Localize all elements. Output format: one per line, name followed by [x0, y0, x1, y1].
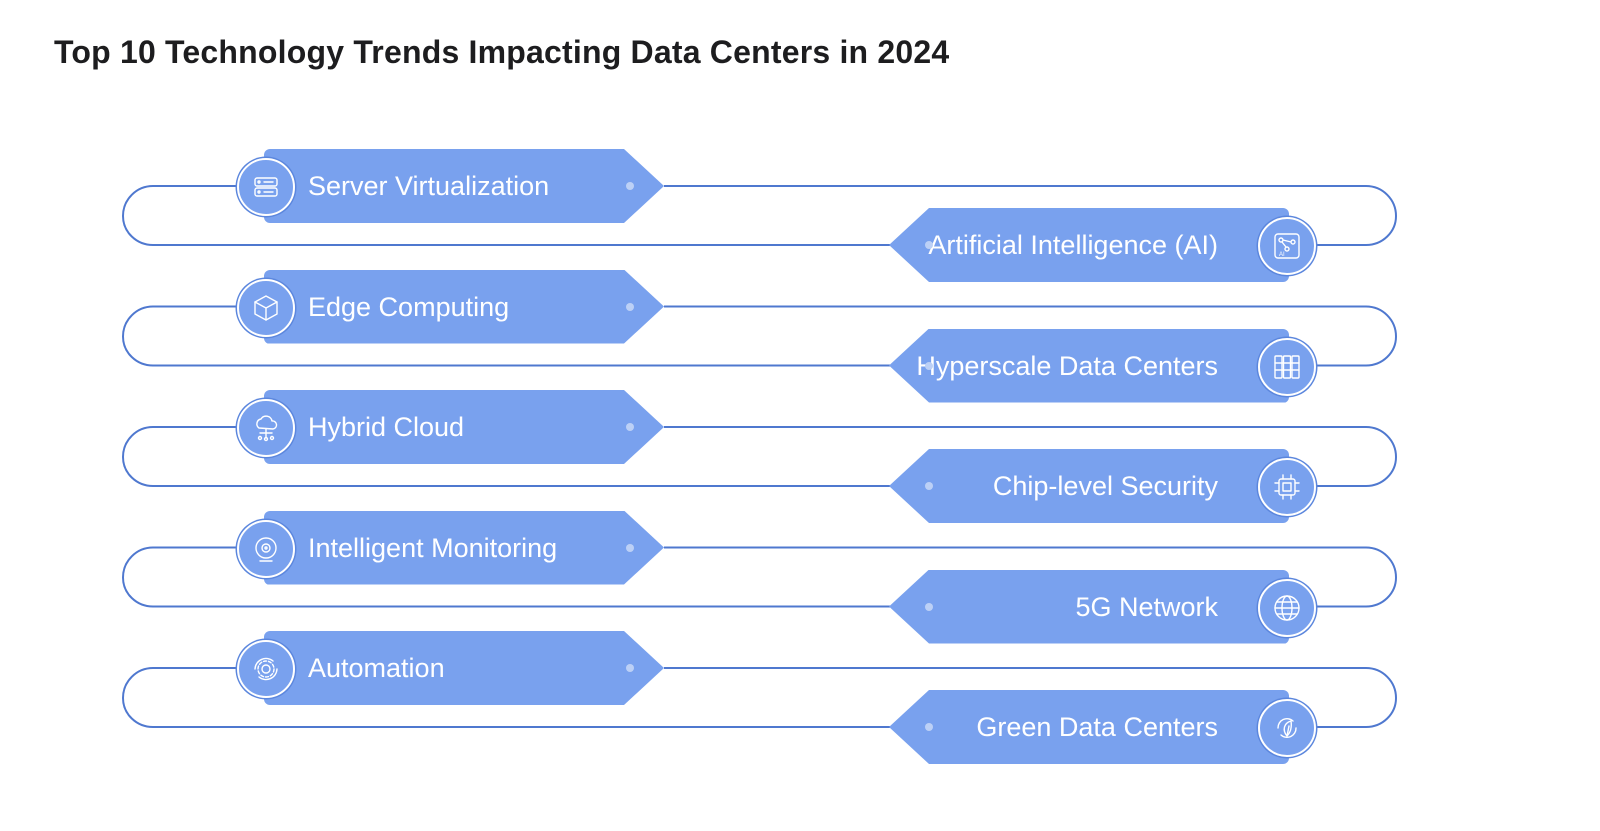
- connector-right-loop: [664, 426, 1398, 487]
- connector-left-loop: [121, 305, 890, 367]
- connector-dot: [626, 182, 634, 190]
- server-racks-icon: [1258, 337, 1316, 396]
- chip-icon: [1258, 458, 1316, 516]
- gear-cycle-icon: [237, 640, 295, 698]
- connector-dot: [925, 723, 933, 731]
- connector-right-loop: [664, 185, 1398, 246]
- connector-dot: [925, 241, 933, 249]
- connector-dot: [626, 423, 634, 431]
- trend-item: Hyperscale Data Centers: [889, 328, 1289, 403]
- trend-item: Intelligent Monitoring: [264, 510, 664, 585]
- trend-label: Edge Computing: [308, 291, 510, 322]
- connector-right-loop: [664, 667, 1398, 728]
- trend-label: Green Data Centers: [976, 712, 1218, 742]
- connector-dot: [925, 602, 933, 611]
- trend-label: Hybrid Cloud: [308, 412, 465, 442]
- trend-item: Green Data Centers: [889, 690, 1289, 764]
- trend-item: Edge Computing: [264, 269, 664, 344]
- connector-dot: [626, 302, 634, 311]
- page-title: Top 10 Technology Trends Impacting Data …: [54, 34, 950, 70]
- trend-label: Intelligent Monitoring: [308, 532, 558, 563]
- monitoring-camera-icon: [237, 519, 295, 578]
- trend-label: Hyperscale Data Centers: [916, 350, 1218, 381]
- connector-dot: [925, 482, 933, 490]
- eco-leaf-icon: [1258, 699, 1316, 757]
- ai-circuit-icon: AI: [1258, 217, 1316, 275]
- trend-label: Artificial Intelligence (AI): [928, 230, 1218, 260]
- connector-dot: [925, 361, 933, 370]
- trend-item: Automation: [264, 631, 664, 705]
- globe-icon: [1258, 578, 1316, 637]
- server-icon: [237, 158, 295, 216]
- connector-left-loop: [121, 546, 890, 608]
- connector-left-loop: [121, 426, 890, 487]
- trend-label: 5G Network: [1075, 591, 1218, 622]
- connector-left-loop: [121, 185, 890, 246]
- trend-item: Hybrid Cloud: [264, 390, 664, 464]
- connector-dot: [626, 664, 634, 672]
- connector-right-loop: [664, 546, 1398, 608]
- trend-item: Artificial Intelligence (AI): [889, 208, 1289, 282]
- connector-dot: [626, 543, 634, 552]
- trend-label: Server Virtualization: [308, 171, 550, 201]
- edge-cube-icon: [237, 278, 295, 337]
- connector-right-loop: [664, 305, 1398, 367]
- trend-item: Server Virtualization: [264, 149, 664, 223]
- trend-item: Chip-level Security: [889, 449, 1289, 523]
- connector-left-loop: [121, 667, 890, 728]
- trend-label: Automation: [308, 653, 445, 683]
- svg-text:AI: AI: [1279, 252, 1285, 258]
- trend-label: Chip-level Security: [992, 471, 1218, 501]
- trend-item: 5G Network: [889, 569, 1289, 644]
- cloud-network-icon: [237, 399, 295, 457]
